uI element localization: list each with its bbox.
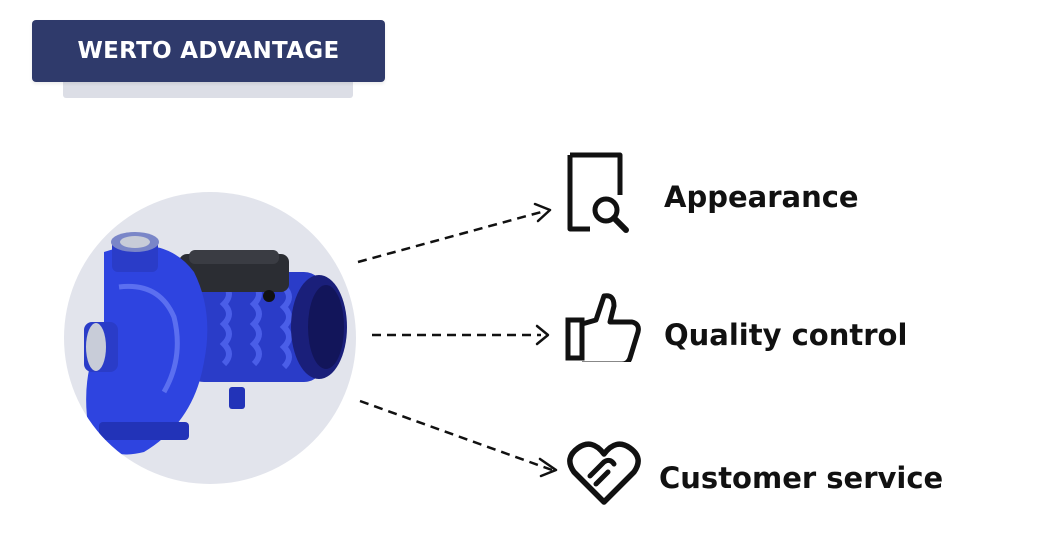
pump-illustration (84, 232, 347, 455)
page-title: WERTO ADVANTAGE (77, 38, 340, 64)
document-search-icon (567, 152, 629, 233)
arrow-service (359, 399, 553, 472)
header-badge: WERTO ADVANTAGE (32, 20, 385, 98)
arrow-appearance (357, 209, 546, 264)
header-title-box: WERTO ADVANTAGE (32, 20, 385, 82)
feature-label-customer-service: Customer service (659, 461, 944, 495)
feature-label-quality-control: Quality control (664, 318, 908, 352)
product-image (64, 192, 356, 484)
feature-label-appearance: Appearance (664, 180, 859, 214)
thumbs-up-icon (565, 293, 641, 362)
heart-handshake-icon (567, 441, 641, 505)
